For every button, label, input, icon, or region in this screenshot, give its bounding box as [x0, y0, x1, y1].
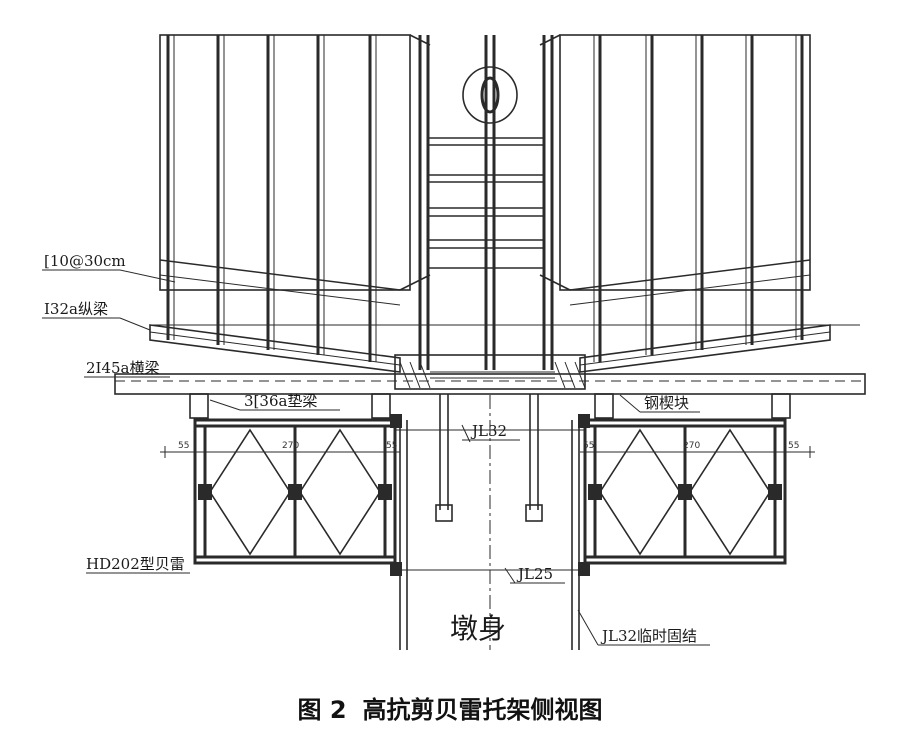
right-formwork-block	[539, 34, 811, 362]
label-longitudinal-beam: I32a纵梁	[44, 300, 108, 318]
dimension-lines: 55 270 55 55 270 55	[160, 441, 815, 458]
dim-right-a: 55	[583, 441, 594, 451]
pad-beams	[189, 393, 791, 419]
figure-number: 图 2	[297, 696, 347, 724]
left-bailey-truss	[193, 418, 397, 565]
steel-wedge-zone	[394, 354, 586, 390]
label-cross-beam: 2I45a横梁	[86, 359, 160, 377]
label-steel-wedge: 钢楔块	[644, 394, 689, 412]
label-channel-steel: [10@30cm	[44, 252, 126, 270]
left-formwork-block	[159, 34, 431, 362]
figure-caption: 图 2 高抗剪贝雷托架侧视图	[0, 690, 900, 725]
label-bailey-truss: HD202型贝雷	[86, 555, 185, 573]
longitudinal-beams	[149, 324, 860, 373]
dim-right-b: 270	[683, 441, 700, 451]
leader-lines	[42, 269, 710, 646]
label-temp-tie: JL32临时固结	[600, 627, 697, 645]
label-pier-body: 墩身	[450, 612, 506, 645]
tie-system	[390, 394, 590, 650]
label-tie-jl32: JL32	[470, 422, 507, 440]
figure-title: 高抗剪贝雷托架侧视图	[362, 696, 603, 724]
dim-left-a: 55	[178, 441, 189, 451]
cross-beam	[114, 373, 866, 395]
bailey-bracket-side-view-drawing: 55 270 55 55 270 55 [10@30cm I32a纵梁 2I45…	[42, 34, 866, 650]
right-bailey-truss	[583, 418, 787, 565]
dim-left-c: 55	[386, 441, 397, 451]
label-pad-beam: 3[36a垫梁	[244, 392, 317, 410]
dim-left-b: 270	[282, 441, 299, 451]
dim-right-c: 55	[788, 441, 799, 451]
central-core	[418, 35, 554, 370]
label-tie-jl25: JL25	[516, 565, 553, 583]
